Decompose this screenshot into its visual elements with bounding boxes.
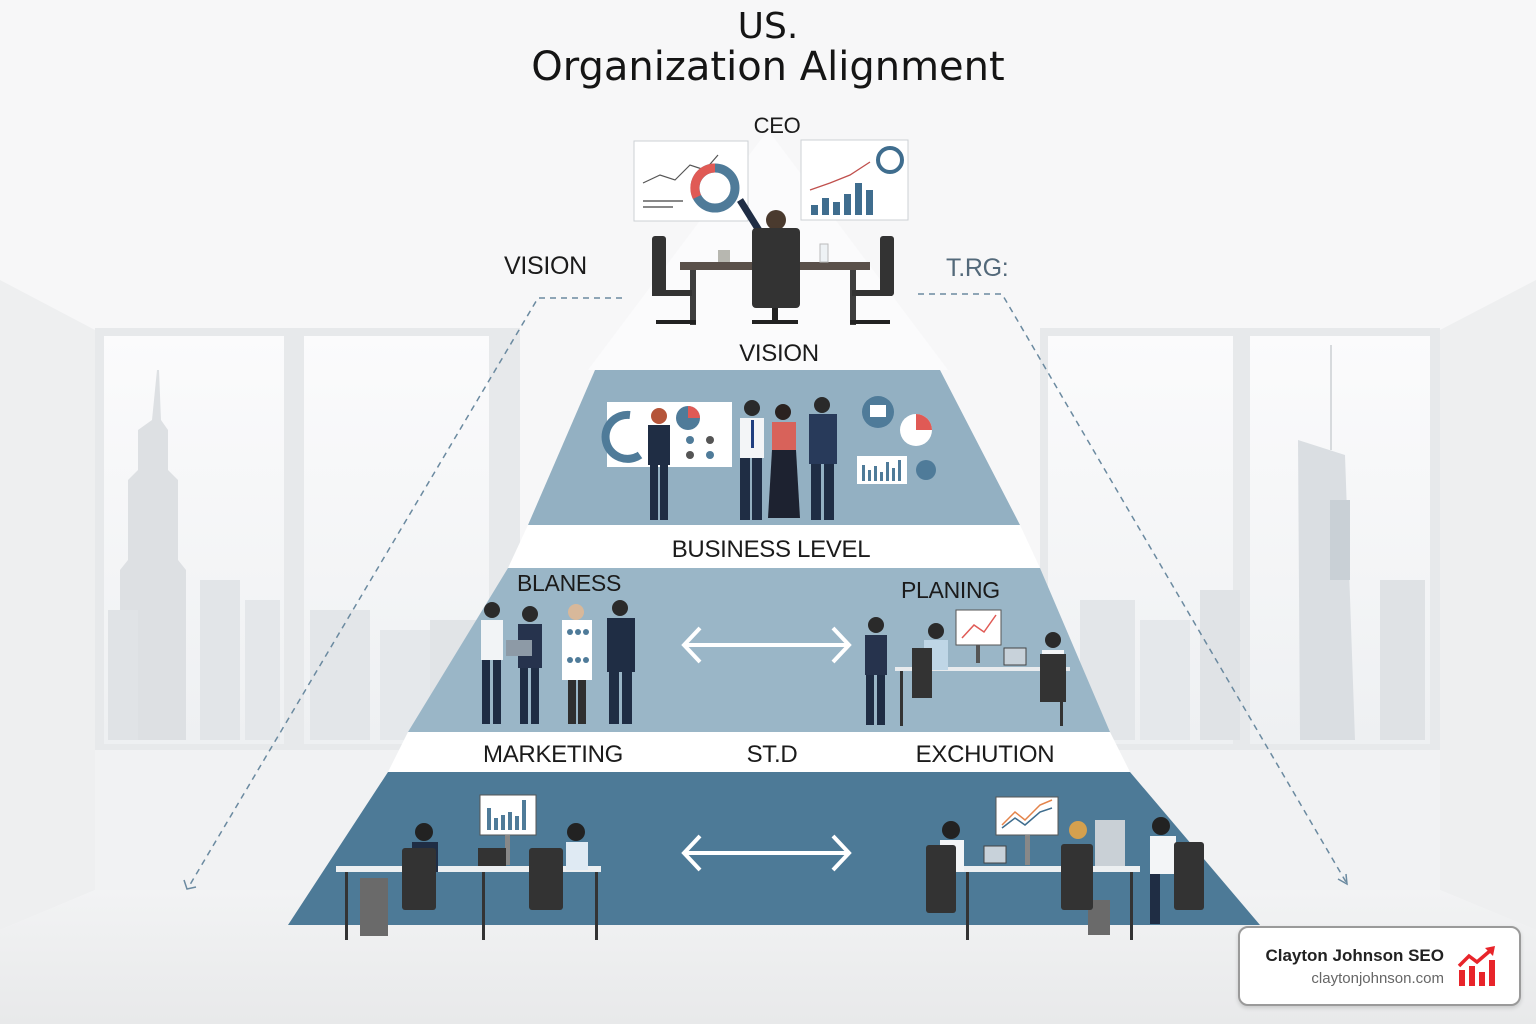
page-title: Organization Alignment xyxy=(531,44,1005,90)
growth-chart-icon xyxy=(1457,946,1495,986)
apex-label-ceo: CEO xyxy=(753,113,801,138)
ceo-scene xyxy=(633,139,909,325)
window-right xyxy=(1040,328,1440,750)
brand-card[interactable]: Clayton Johnson SEO claytonjohnson.com xyxy=(1238,926,1521,1006)
blaness-team-scene xyxy=(481,600,635,724)
tier-label-vision: VISION xyxy=(739,340,819,367)
brand-url[interactable]: claytonjohnson.com xyxy=(1311,970,1444,987)
brand-name: Clayton Johnson SEO xyxy=(1265,946,1444,965)
side-label-left: VISION xyxy=(504,252,587,280)
marketing-desk-scene xyxy=(336,794,601,940)
tier-label-business-level: BUSINESS LEVEL xyxy=(671,536,871,563)
tier-label-marketing: MARKETING xyxy=(483,741,623,768)
dashed-connectors xyxy=(187,293,1347,889)
side-label-right: T.RG: xyxy=(946,254,1009,282)
planning-scene xyxy=(865,609,1070,726)
title-line-1: US. xyxy=(737,6,799,47)
bidirectional-arrow-tier3 xyxy=(681,626,852,664)
bidirectional-arrow-tier4 xyxy=(681,834,852,872)
business-team-scene xyxy=(601,396,936,520)
tier3-heading-left: BLANESS xyxy=(517,570,622,596)
tier-label-std: ST.D xyxy=(746,741,798,768)
tier-label-execution: EXCHUTION xyxy=(915,741,1055,768)
tier3-heading-right: PLANING xyxy=(901,577,1000,603)
execution-desk-scene xyxy=(926,796,1204,940)
